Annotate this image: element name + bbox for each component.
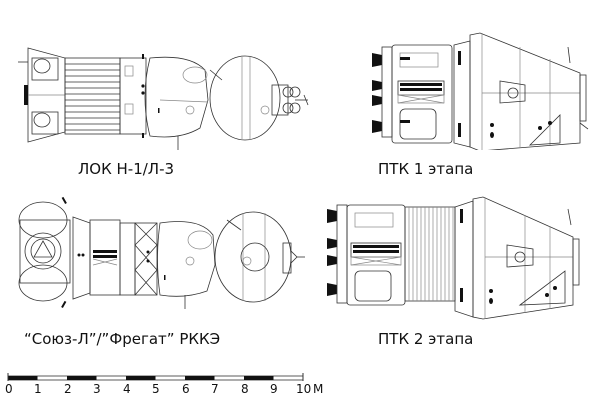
scale-tick-2: 2	[64, 382, 72, 396]
scale-tick-9: 9	[270, 382, 278, 396]
lok-drawing	[10, 40, 310, 150]
caption-lok: ЛОК Н-1/Л-3	[78, 160, 175, 178]
ptk2-drawing	[325, 193, 595, 323]
caption-ptk1: ПТК 1 этапа	[378, 160, 474, 178]
scale-tick-8: 8	[241, 382, 249, 396]
caption-soyuz-l-fregat: “Союз-Л”/”Фрегат” РККЭ	[24, 330, 221, 348]
scale-tick-0: 0	[5, 382, 13, 396]
scale-tick-10: 10	[296, 382, 312, 396]
caption-ptk2: ПТК 2 этапа	[378, 330, 474, 348]
scale-bar-graphic	[7, 373, 304, 381]
scale-bar	[0, 370, 330, 400]
scale-tick-6: 6	[182, 382, 190, 396]
ptk1-drawing	[370, 25, 595, 152]
scale-unit: М	[313, 382, 324, 396]
scale-tick-1: 1	[34, 382, 42, 396]
scale-tick-4: 4	[123, 382, 131, 396]
scale-tick-5: 5	[152, 382, 160, 396]
soyuz-l-fregat-drawing	[15, 195, 305, 310]
scale-tick-3: 3	[93, 382, 101, 396]
scale-tick-7: 7	[211, 382, 219, 396]
